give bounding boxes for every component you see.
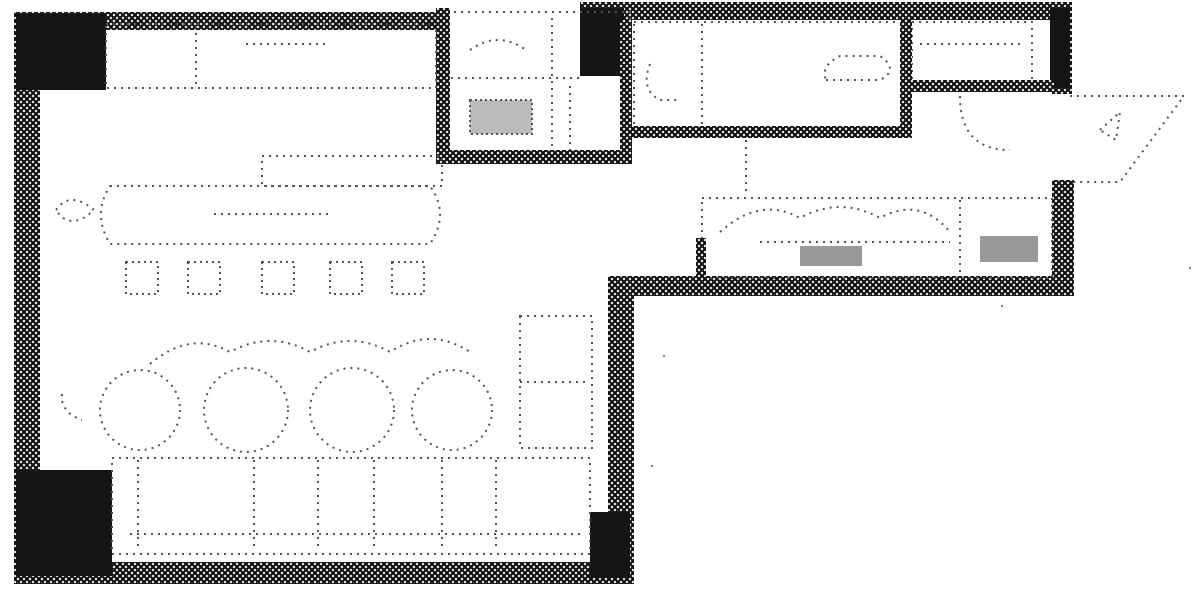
office-desk [823, 55, 891, 81]
office-chair [645, 63, 680, 101]
column-top-center [580, 8, 624, 76]
office-wall-right [900, 18, 912, 136]
meeting-chair-2 [187, 261, 221, 295]
office-outline [633, 21, 905, 133]
column-top-left [16, 14, 106, 90]
kitchen-cooktop [469, 39, 527, 51]
meeting-chair-1 [125, 261, 159, 295]
columns [16, 8, 1070, 578]
booth-bench [111, 457, 591, 555]
round-table-1 [99, 369, 181, 451]
kitchen-wall [436, 8, 632, 164]
meeting-chair-3 [261, 261, 295, 295]
entrance-swing [959, 95, 1011, 151]
meeting-table-area [55, 155, 443, 245]
lounge-sofa [719, 206, 951, 233]
kitchen-wall-left [436, 8, 450, 164]
meeting-chairs [125, 261, 425, 295]
column-top-right [1050, 8, 1070, 88]
round-table-2 [203, 367, 289, 453]
reception-counter [105, 23, 437, 89]
noise-dot-2 [1188, 266, 1192, 270]
office-room [633, 21, 1033, 133]
column-bottom-center [590, 512, 630, 578]
round-table-4 [411, 369, 493, 451]
entrance-arrow [1098, 109, 1122, 142]
kitchen-wall-bottom [436, 150, 632, 164]
meeting-table [100, 185, 441, 245]
meeting-left-chair [55, 199, 96, 222]
lounge-tables [800, 236, 1038, 266]
kitchen-sink [469, 99, 533, 135]
noise-dot-4 [650, 464, 654, 468]
office-wall-bottom [630, 126, 912, 138]
wall-top-left [14, 12, 436, 30]
round-table-seats-left [60, 393, 83, 421]
lower-right-cabinet [519, 315, 593, 449]
kitchen-wall-right [620, 20, 632, 164]
round-tables [60, 315, 593, 453]
meeting-side-table [261, 155, 443, 187]
office-cabinet [911, 21, 1033, 89]
outer-walls [14, 2, 1074, 584]
meeting-chair-5 [391, 261, 425, 295]
scan-noise [650, 266, 1192, 468]
round-table-3 [309, 367, 395, 453]
column-bottom-left [16, 470, 112, 576]
meeting-chair-4 [329, 261, 363, 295]
entrance-step [1070, 95, 1186, 183]
booth-seating [111, 457, 591, 555]
lounge-wall [696, 238, 706, 282]
wall-right-lower [1052, 180, 1074, 296]
office-wall-mid [908, 80, 1054, 92]
entrance-door [959, 95, 1186, 183]
wall-bottom [14, 562, 634, 584]
noise-dot-3 [1000, 304, 1004, 308]
counter-outline [105, 23, 437, 89]
noise-dot-1 [662, 354, 666, 358]
round-table-seats-row [149, 338, 471, 365]
lounge-wall-left [696, 238, 706, 282]
lounge-table-1 [800, 246, 862, 266]
wall-top-right [580, 2, 1070, 20]
office-walls [630, 18, 1054, 138]
lounge-table-2 [980, 236, 1038, 262]
wall-middle [610, 276, 1074, 296]
